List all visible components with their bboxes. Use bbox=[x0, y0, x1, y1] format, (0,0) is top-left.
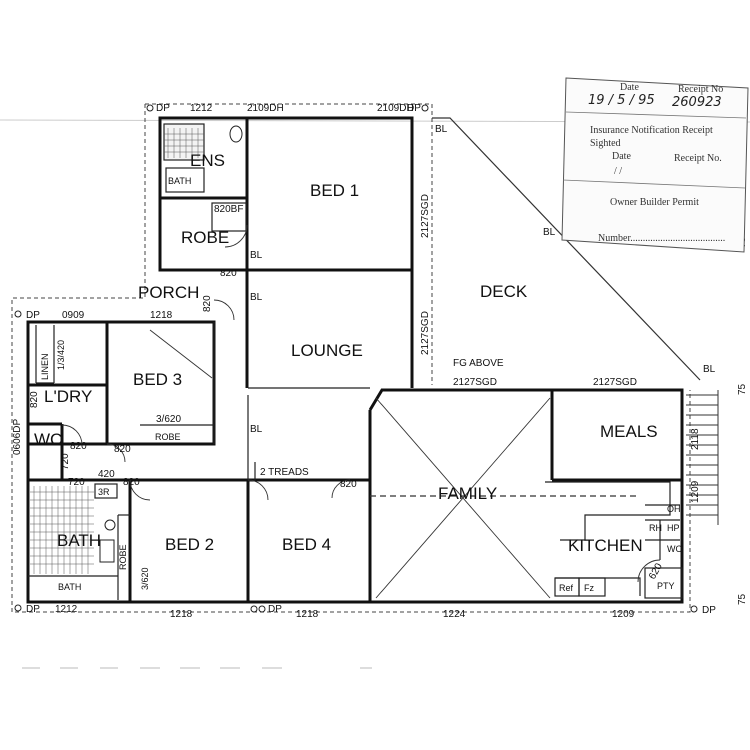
room-bed2: BED 2 bbox=[165, 535, 214, 554]
stamp-line-insurance: Insurance Notification Receipt bbox=[590, 125, 713, 136]
stamp-receipt-head: Receipt No bbox=[678, 84, 723, 95]
label-bl-4: BL bbox=[250, 292, 263, 303]
dim-edge-75c: 75 bbox=[737, 593, 748, 605]
bath-3r: 3R bbox=[98, 487, 110, 497]
label-bl-3: BL bbox=[250, 250, 263, 261]
room-family: FAMILY bbox=[438, 484, 497, 503]
kitchen-pty: PTY bbox=[657, 581, 675, 591]
dim-bottom-1218a: 1218 bbox=[170, 609, 193, 620]
stamp-line-number: Number..................................… bbox=[598, 233, 725, 244]
dim-sgd-family: 2127SGD bbox=[453, 377, 497, 388]
label-dp-top-left: DP bbox=[156, 103, 170, 114]
roof-outline bbox=[11, 103, 691, 613]
room-bed3: BED 3 bbox=[133, 370, 182, 389]
room-robe1: ROBE bbox=[181, 228, 229, 247]
stamp-line-owner: Owner Builder Permit bbox=[610, 197, 699, 208]
dim-porch-820b: 820 bbox=[202, 295, 213, 312]
dim-wc-720: 720 bbox=[60, 453, 71, 470]
label-dp-top-right: DP bbox=[407, 103, 421, 114]
dim-ldry-0909: 0909 bbox=[62, 310, 85, 321]
dim-porch-820: 820 bbox=[220, 268, 237, 279]
dim-ldry-820b: 820 bbox=[114, 444, 131, 455]
room-lounge: LOUNGE bbox=[291, 341, 363, 360]
room-robe2: ROBE bbox=[118, 544, 128, 570]
kitchen-oh: OH bbox=[667, 504, 681, 514]
room-meals: MEALS bbox=[600, 422, 658, 441]
bathroom-fixtures bbox=[99, 125, 243, 563]
dim-hall-420: 420 bbox=[98, 469, 115, 480]
floor-cross-lines bbox=[149, 329, 551, 599]
dim-right-1209: 1209 bbox=[690, 480, 701, 503]
dim-robe2-3-620: 3/620 bbox=[140, 567, 150, 590]
stamp-line-sighted: Sighted bbox=[590, 138, 621, 149]
room-bath-tub: BATH bbox=[58, 582, 81, 592]
dim-left-0606dp: 0606DP bbox=[12, 419, 23, 455]
label-bl-1: BL bbox=[435, 124, 448, 135]
kitchen-hp: HP bbox=[667, 523, 680, 533]
stairs bbox=[686, 390, 719, 525]
label-dp-bottom-mid: DP bbox=[268, 604, 282, 615]
dim-top-1212: 1212 bbox=[190, 103, 213, 114]
label-dp-ldry: DP bbox=[26, 310, 40, 321]
stamp-line-date: Date bbox=[612, 151, 631, 162]
stamp-line-receipt: Receipt No. bbox=[674, 153, 722, 164]
walls bbox=[26, 116, 684, 604]
deck-edge bbox=[432, 117, 701, 381]
kitchen-rh: RH bbox=[649, 523, 662, 533]
room-bath: BATH bbox=[57, 531, 101, 550]
dim-bottom-1218b: 1218 bbox=[296, 609, 319, 620]
dim-820bf: 820BF bbox=[214, 204, 243, 215]
stamp-line-slashes: / / bbox=[614, 166, 622, 177]
dim-ldry-820a: 820 bbox=[70, 441, 87, 452]
label-bl-5: BL bbox=[250, 424, 263, 435]
downpipes bbox=[14, 104, 698, 613]
dim-bed3-3-620: 3/620 bbox=[156, 414, 181, 425]
dim-sgd-bed1: 2127SGD bbox=[420, 194, 431, 238]
dim-bottom-1209: 1209 bbox=[612, 609, 635, 620]
room-bed1: BED 1 bbox=[310, 181, 359, 200]
dim-sgd-lounge: 2127SGD bbox=[420, 311, 431, 355]
stamp-date-head: Date bbox=[620, 82, 639, 93]
dim-edge-75b: 75 bbox=[737, 383, 748, 395]
dim-bottom-1224: 1224 bbox=[443, 609, 466, 620]
room-robe3: ROBE bbox=[155, 432, 181, 442]
stamp-date-value: 19 / 5 / 95 bbox=[588, 93, 655, 108]
dim-kitchen-620: 620 bbox=[647, 561, 665, 581]
label-bl-6: BL bbox=[703, 364, 716, 375]
dim-bottom-1212: 1212 bbox=[55, 604, 78, 615]
dim-top-2109dh-a: 2109DH bbox=[247, 103, 284, 114]
tile-hatch bbox=[30, 128, 204, 574]
label-dp-bottom-right: DP bbox=[702, 605, 716, 616]
room-ens: ENS bbox=[190, 151, 225, 170]
room-bed4: BED 4 bbox=[282, 535, 331, 554]
kitchen-ref: Ref bbox=[559, 583, 574, 593]
dim-left-820: 820 bbox=[29, 391, 40, 408]
kitchen-wo: WO bbox=[667, 544, 683, 554]
room-deck: DECK bbox=[480, 282, 528, 301]
interior-lines bbox=[28, 123, 683, 600]
room-ens-bath: BATH bbox=[168, 176, 191, 186]
dim-top-2109dh-b: 2109DH bbox=[377, 103, 414, 114]
dim-linen-1-3-420: 1/3/420 bbox=[56, 340, 66, 370]
dim-door-820-family: 820 bbox=[340, 479, 357, 490]
kitchen-fz: Fz bbox=[584, 583, 594, 593]
dim-hall-720: 720 bbox=[68, 477, 85, 488]
dim-porch-1218: 1218 bbox=[150, 310, 173, 321]
dim-sgd-meals: 2127SGD bbox=[593, 377, 637, 388]
room-linen: LINEN bbox=[40, 353, 50, 380]
stamp-receipt-value: 260923 bbox=[672, 95, 722, 110]
label-bl-2: BL bbox=[543, 227, 556, 238]
dim-hall-820: 820 bbox=[123, 477, 140, 488]
door-swings bbox=[61, 224, 661, 583]
dim-right-2118: 2118 bbox=[690, 428, 701, 450]
room-ldry: L'DRY bbox=[44, 387, 92, 406]
label-fg-above: FG ABOVE bbox=[453, 358, 504, 369]
label-2-treads: 2 TREADS bbox=[260, 467, 309, 478]
room-wc: WC bbox=[34, 430, 62, 449]
room-kitchen: KITCHEN bbox=[568, 536, 643, 555]
label-dp-bottom-left: DP bbox=[26, 604, 40, 615]
council-stamp: Date Receipt No 19 / 5 / 95 260923 Insur… bbox=[561, 77, 749, 253]
room-porch: PORCH bbox=[138, 283, 199, 302]
